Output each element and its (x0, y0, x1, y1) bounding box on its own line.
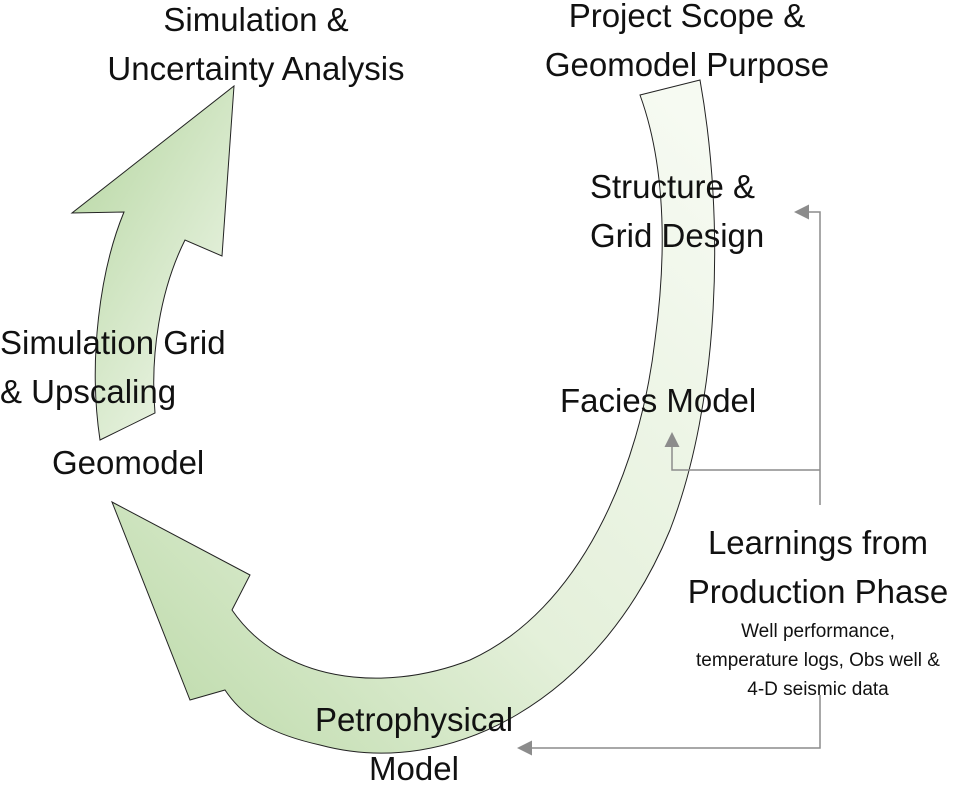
learnings-label: Learnings from Production Phase (687, 524, 949, 610)
feedback-line-facies (664, 432, 820, 471)
simulation-label: Simulation & Uncertainty Analysis (107, 1, 405, 87)
feedback-line-petrophysical (517, 695, 821, 756)
learnings-detail: Well performance, temperature logs, Obs … (696, 621, 940, 700)
geomodel-label: Geomodel (52, 444, 205, 481)
structure-label: Structure & Grid Design (590, 168, 765, 254)
project-scope-label: Project Scope & Geomodel Purpose (544, 0, 830, 83)
sim-grid-label: Simulation Grid & Upscaling (0, 324, 226, 410)
main-cycle-arrow (111, 79, 716, 754)
upper-left-arrow (70, 84, 235, 441)
petrophysical-label: Petrophysical Model (314, 701, 514, 787)
feedback-line-structure (794, 204, 821, 505)
facies-label: Facies Model (560, 382, 757, 419)
